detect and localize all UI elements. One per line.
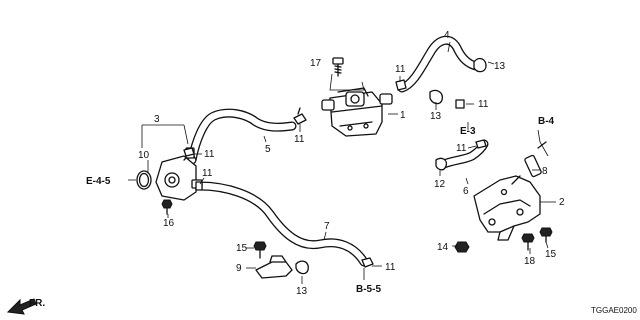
clip-13-b[interactable]: [429, 89, 443, 105]
bracket-2[interactable]: [473, 175, 541, 241]
callout-13-bottom: 13: [296, 286, 308, 297]
diagram-code: TGGAE0200: [591, 306, 637, 315]
callout-4: 4: [444, 30, 450, 41]
callout-5: 5: [265, 144, 271, 155]
callout-13-middle: 13: [430, 111, 442, 122]
callout-11-right: 11: [478, 99, 489, 110]
callout-6: 6: [463, 186, 469, 197]
clamp-11-c[interactable]: [455, 99, 465, 109]
nut-14[interactable]: [454, 241, 470, 253]
callout-11-left-upper: 11: [204, 149, 215, 160]
callout-15-right: 15: [545, 249, 557, 260]
callout-17: 17: [310, 58, 322, 69]
callout-12: 12: [434, 179, 446, 190]
callout-2: 2: [559, 197, 565, 208]
callout-13-top: 13: [494, 61, 506, 72]
callout-7: 7: [324, 221, 330, 232]
reference-b4[interactable]: B-4: [538, 116, 555, 127]
clamp-11-b[interactable]: [395, 79, 407, 91]
callout-9: 9: [236, 263, 242, 274]
clamp-11-e[interactable]: [195, 181, 203, 191]
callout-11-hose-6: 11: [456, 143, 467, 154]
clamp-11-a[interactable]: [293, 107, 307, 125]
hose-4[interactable]: [397, 35, 481, 93]
callout-14: 14: [437, 242, 449, 253]
clamp-11-d[interactable]: [183, 147, 195, 157]
clip-12[interactable]: [435, 157, 448, 171]
clip-13-c[interactable]: [295, 260, 309, 275]
callout-11-left-lower: 11: [202, 168, 213, 179]
front-label: FR.: [29, 298, 45, 309]
bolt-16[interactable]: [161, 199, 173, 215]
clamp-11-g[interactable]: [361, 257, 374, 268]
stay-9[interactable]: [255, 255, 293, 279]
callout-labels: 1 2 3 4 5 6 7 8 9 10 11 11 11 11 11 11 1…: [138, 30, 565, 297]
reference-e45[interactable]: E-4-5: [86, 176, 111, 187]
hose-5[interactable]: [187, 108, 297, 165]
callout-11-mid-left: 11: [294, 134, 305, 145]
callout-1: 1: [400, 110, 406, 121]
purge-control-valve[interactable]: [321, 87, 393, 137]
bolt-15-left[interactable]: [253, 241, 267, 259]
callout-8: 8: [542, 166, 548, 177]
callout-18: 18: [524, 256, 536, 267]
clamp-11-f[interactable]: [475, 139, 487, 149]
reference-e3[interactable]: E-3: [460, 126, 476, 137]
front-arrow-icon: [6, 298, 37, 315]
callout-11-bottom: 11: [385, 262, 396, 273]
clip-13-a[interactable]: [473, 57, 487, 73]
o-ring-10[interactable]: [136, 170, 152, 190]
callout-11-top-middle: 11: [395, 64, 406, 75]
bolt-18[interactable]: [521, 233, 535, 251]
callout-16: 16: [163, 218, 175, 229]
callout-10: 10: [138, 150, 150, 161]
hose-7[interactable]: [195, 181, 369, 267]
reference-b55[interactable]: B-5-5: [356, 284, 381, 295]
callout-15-left: 15: [236, 243, 248, 254]
bolt-15-right[interactable]: [539, 227, 553, 243]
bolt-17[interactable]: [332, 57, 344, 77]
callout-3: 3: [154, 114, 160, 125]
